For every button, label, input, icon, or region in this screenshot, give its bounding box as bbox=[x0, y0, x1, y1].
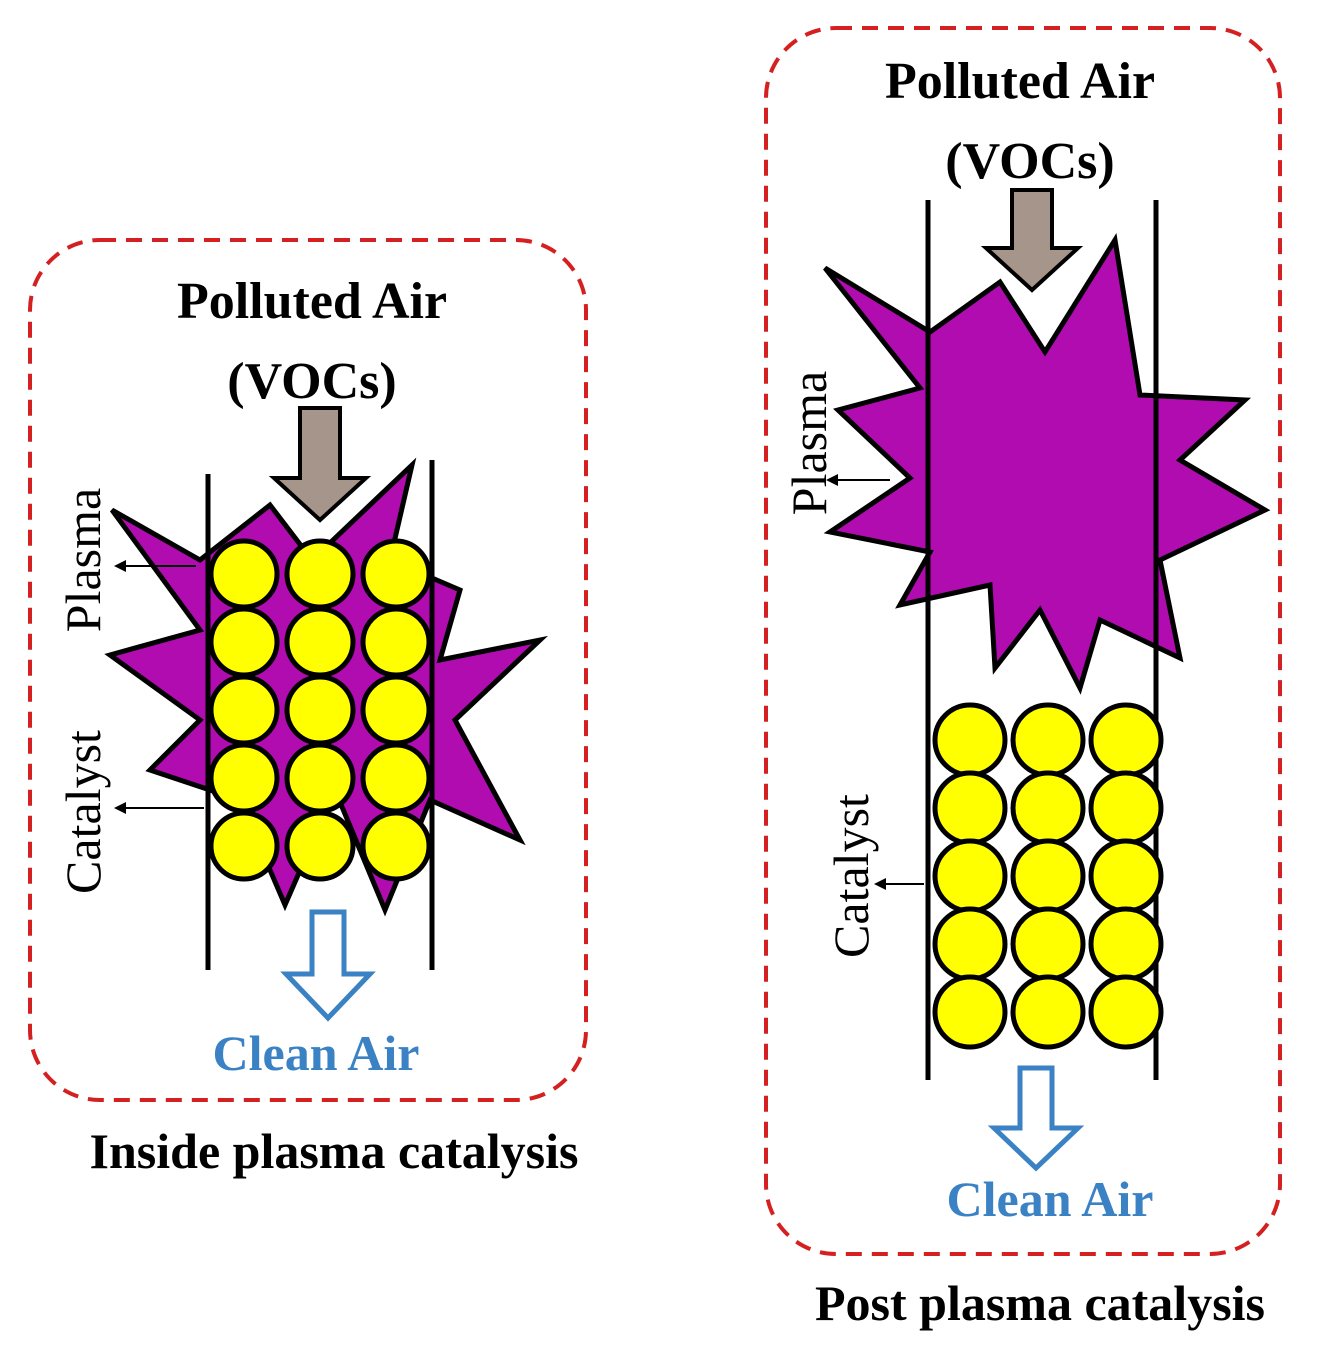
inside-catalyst-bed bbox=[208, 538, 432, 882]
post-plasma-burst bbox=[823, 233, 1271, 695]
catalyst-pellet bbox=[284, 810, 356, 882]
inside-catalyst-pointer-head bbox=[114, 802, 126, 814]
inside-caption: Inside plasma catalysis bbox=[90, 1123, 579, 1179]
catalyst-pellet bbox=[1010, 770, 1086, 846]
catalyst-pellet bbox=[932, 770, 1008, 846]
catalyst-pellet bbox=[284, 538, 356, 610]
catalyst-pellet bbox=[932, 974, 1008, 1050]
post-catalyst-label: Catalyst bbox=[823, 794, 879, 958]
post-outlet-arrow bbox=[987, 1065, 1085, 1172]
post-caption: Post plasma catalysis bbox=[815, 1275, 1265, 1331]
catalyst-pellet bbox=[1088, 906, 1164, 982]
panel-inside: Polluted Air (VOCs) Clean Air Plasma Cat… bbox=[28, 238, 588, 1179]
catalyst-pellet bbox=[208, 810, 280, 882]
catalyst-pellet bbox=[932, 702, 1008, 778]
panel-inside-frame bbox=[28, 238, 588, 1102]
inside-plasma-label: Plasma bbox=[55, 488, 111, 632]
catalyst-pellet bbox=[208, 606, 280, 678]
catalyst-pellet bbox=[360, 810, 432, 882]
post-outlet-label: Clean Air bbox=[947, 1171, 1154, 1227]
post-inlet-arrow bbox=[980, 188, 1084, 293]
panel-post: Polluted Air (VOCs) Clean Air Plasma Cat… bbox=[764, 26, 1282, 1331]
catalyst-pellet bbox=[360, 538, 432, 610]
post-catalyst-bed bbox=[932, 702, 1164, 1050]
catalyst-pellet bbox=[1088, 770, 1164, 846]
inside-inlet-label: Polluted Air bbox=[177, 273, 447, 330]
post-inlet-sub: (VOCs) bbox=[945, 133, 1114, 190]
catalyst-pellet bbox=[284, 674, 356, 746]
catalyst-pellet bbox=[1088, 702, 1164, 778]
post-inlet-label: Polluted Air bbox=[885, 53, 1155, 110]
inside-outlet-arrow bbox=[280, 909, 376, 1022]
catalyst-pellet bbox=[1010, 838, 1086, 914]
catalyst-pellet bbox=[284, 606, 356, 678]
post-catalyst-pointer-head bbox=[874, 878, 886, 890]
inside-plasma-pointer-head bbox=[114, 560, 126, 572]
panel-post-frame bbox=[764, 26, 1282, 1256]
catalyst-pellet bbox=[360, 674, 432, 746]
catalyst-pellet bbox=[284, 742, 356, 814]
inside-catalyst-label: Catalyst bbox=[55, 730, 111, 894]
catalyst-pellet bbox=[1088, 974, 1164, 1050]
catalyst-pellet bbox=[208, 674, 280, 746]
catalyst-pellet bbox=[1088, 838, 1164, 914]
catalyst-pellet bbox=[1010, 702, 1086, 778]
inside-inlet-arrow bbox=[268, 406, 372, 523]
catalyst-pellet bbox=[932, 838, 1008, 914]
catalyst-pellet bbox=[208, 538, 280, 610]
post-plasma-pointer-head bbox=[826, 474, 838, 486]
post-plasma-label: Plasma bbox=[781, 371, 837, 515]
catalyst-pellet bbox=[360, 742, 432, 814]
catalyst-pellet bbox=[208, 742, 280, 814]
catalyst-pellet bbox=[932, 906, 1008, 982]
catalyst-pellet bbox=[1010, 974, 1086, 1050]
catalyst-pellet bbox=[360, 606, 432, 678]
catalyst-pellet bbox=[1010, 906, 1086, 982]
inside-outlet-label: Clean Air bbox=[213, 1025, 420, 1081]
inside-inlet-sub: (VOCs) bbox=[227, 353, 396, 410]
